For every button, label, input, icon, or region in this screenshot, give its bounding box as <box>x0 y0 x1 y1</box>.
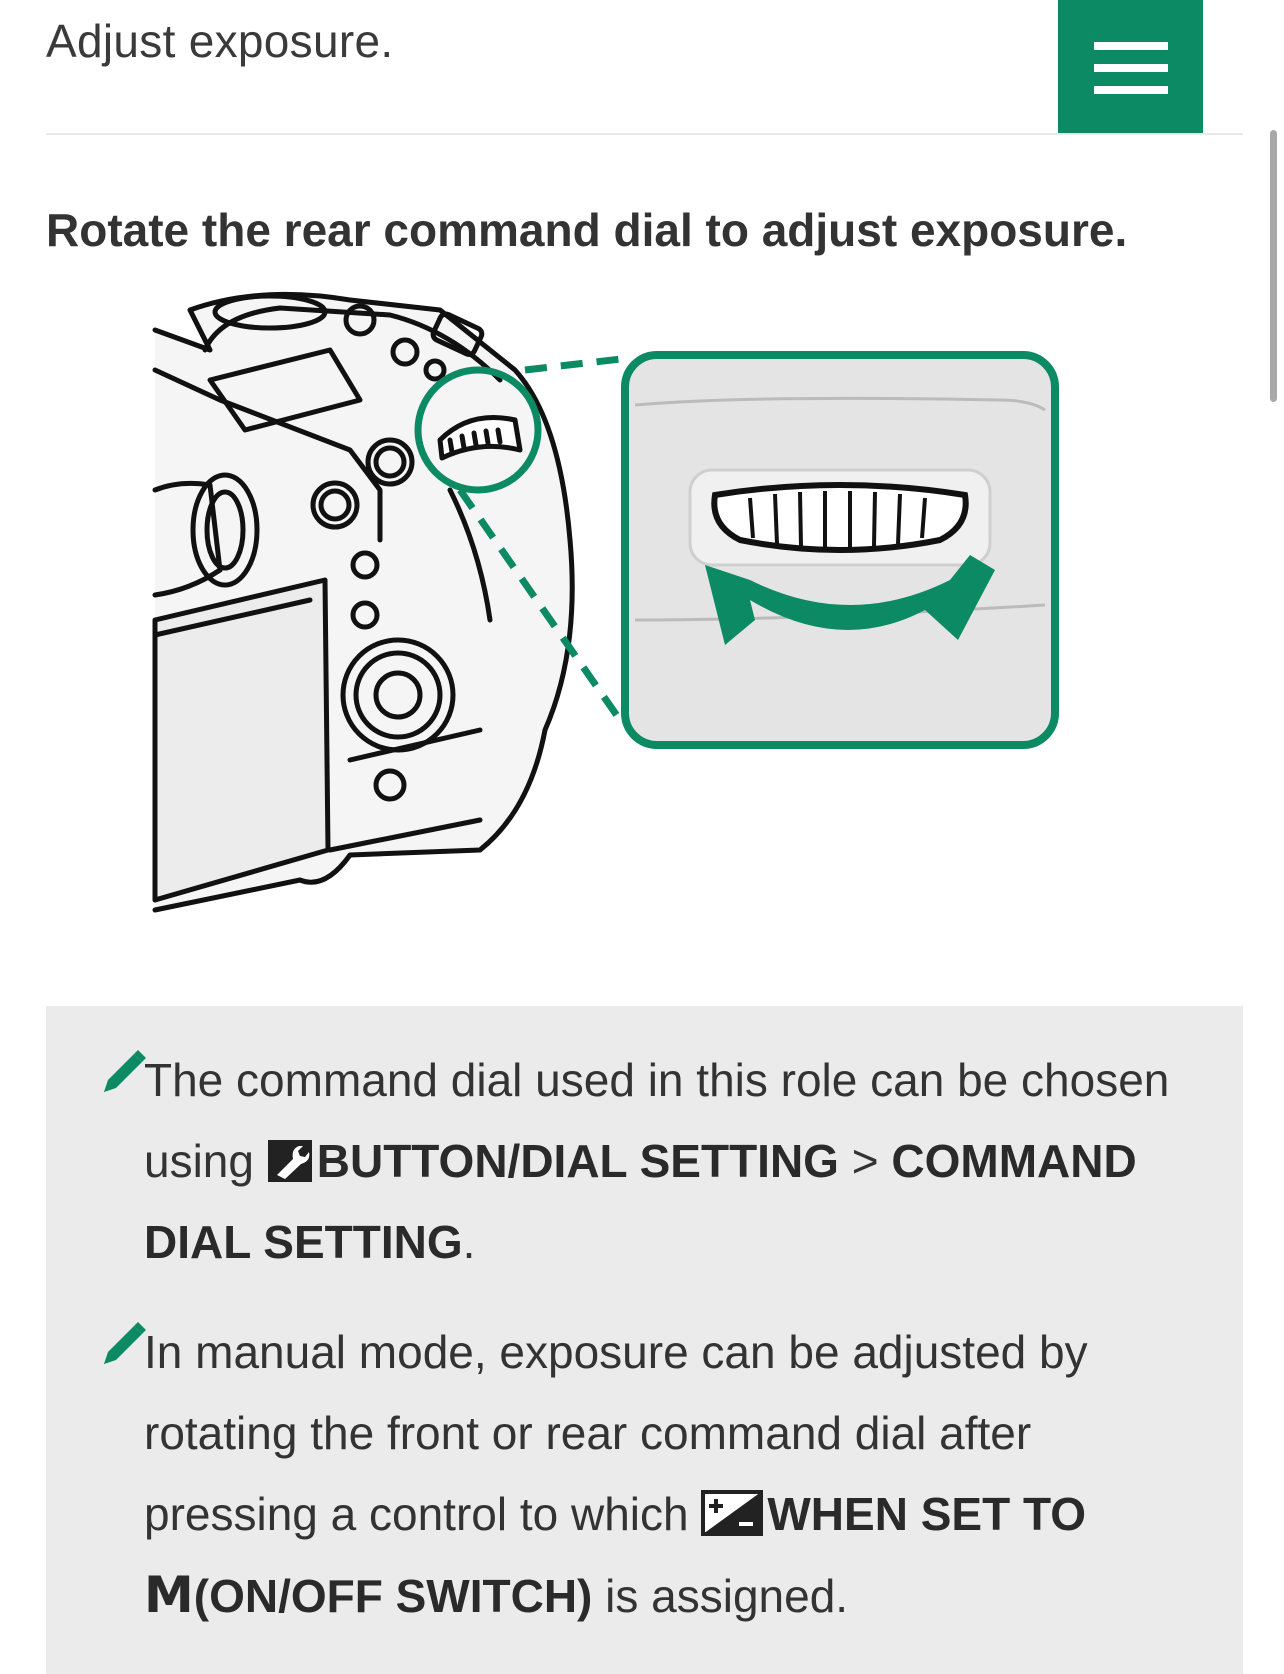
hamburger-bar <box>1093 63 1168 72</box>
exposure-compensation-icon <box>701 1490 764 1536</box>
note-text: In manual mode, exposure can be adjusted… <box>144 1326 1088 1540</box>
page-title: Adjust exposure. <box>46 15 394 67</box>
setting-name-suffix: (ON/OFF SWITCH) <box>193 1570 593 1622</box>
menu-separator: > <box>838 1135 892 1187</box>
menu-name: BUTTON/DIAL SETTING <box>316 1135 839 1187</box>
note-end: . <box>462 1216 476 1268</box>
setting-name: WHEN SET TO <box>767 1488 1086 1540</box>
pencil-icon <box>104 1050 146 1092</box>
rear-command-dial-illustration <box>152 291 1059 913</box>
scrollbar[interactable] <box>1270 130 1277 402</box>
section-heading: Rotate the rear command dial to adjust e… <box>46 204 1128 256</box>
note-end: is assigned. <box>592 1570 849 1622</box>
note-text: The command dial used in this role can b… <box>144 1054 1170 1187</box>
menu-button[interactable] <box>1058 0 1203 135</box>
pencil-icon <box>104 1322 146 1364</box>
note-item: In manual mode, exposure can be adjusted… <box>96 1312 1176 1637</box>
hamburger-bar <box>1093 85 1168 94</box>
notes-box <box>46 1006 1243 1674</box>
note-item: The command dial used in this role can b… <box>96 1040 1176 1283</box>
hamburger-menu-icon <box>1093 41 1168 50</box>
header-divider <box>46 133 1243 135</box>
wrench-icon <box>267 1140 312 1182</box>
manual-mode-letter: M <box>144 1566 194 1624</box>
menu-item-name: COMMAND DIAL SETTING <box>144 1135 1137 1268</box>
